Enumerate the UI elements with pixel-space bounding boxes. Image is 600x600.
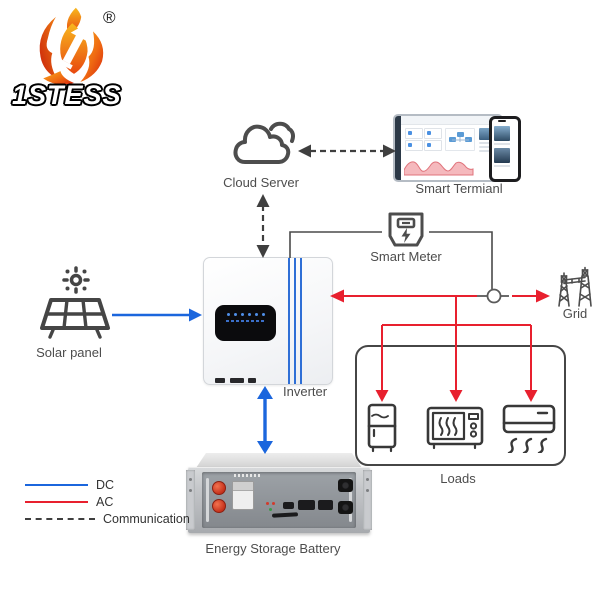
dc-solar-to-inverter [112,308,202,322]
legend-label-ac: AC [96,495,114,509]
inverter-stripe [288,258,290,384]
grid-tower [552,266,596,308]
electric-meter-icon [388,212,424,247]
legend-label-dc: DC [96,478,115,492]
comm-cloud-terminal [298,144,396,158]
refrigerator-icon [367,403,397,453]
ac-lines [342,295,537,391]
legend-line-dc [25,484,88,486]
microwave-icon [426,406,484,450]
smart-meter [383,211,429,253]
load-air-conditioner [502,403,556,453]
battery-breaker [232,481,254,510]
battery-terminal [212,481,226,495]
inverter-stripe [294,258,296,384]
cloud-icon [233,121,295,164]
solar-panel [36,264,114,344]
smart-terminal [393,112,521,184]
inverter-label: Inverter [283,384,328,399]
flame-logo-icon [39,7,104,85]
transmission-tower-icon [558,266,592,307]
dc-inverter-battery [257,386,273,454]
battery-terminal [212,499,226,513]
brand-logo [28,6,148,116]
inverter-stripe [300,258,302,384]
ac-arrowheads [330,289,550,402]
legend-line-communication [25,518,95,520]
legend-item-ac: AC [25,495,113,509]
load-refrigerator [366,403,400,453]
comm-cloud-inverter [256,194,270,258]
load-microwave [426,405,486,451]
comm-inverter-meter [289,231,493,289]
solar-panel-sun-icon [40,266,110,339]
rack-ear-right [363,470,372,530]
phone-screen [489,116,521,182]
energy-storage-battery [186,450,372,540]
registered-trademark: ® [103,8,116,27]
legend-line-ac [25,501,88,503]
battery-connector [338,479,353,492]
rack-ear-left [186,470,195,530]
smart-meter-label: Smart Meter [370,249,442,264]
inverter-device [203,257,333,385]
legend-item-dc: DC [25,478,114,492]
grid-sensor-point [477,288,509,304]
legend-label-communication: Communication [103,512,190,526]
grid-label: Grid [562,306,588,321]
dashboard-screen [393,114,503,182]
battery-connector [338,501,353,514]
inverter-display [215,305,276,341]
cloud-server-label: Cloud Server [223,175,299,190]
brand-logo-text: 1STESS [12,80,122,110]
cloud-server [231,116,295,176]
solar-panel-label: Solar panel [36,345,102,360]
loads-label: Loads [440,471,476,486]
battery-label: Energy Storage Battery [205,541,341,556]
air-conditioner-icon [502,404,556,453]
legend-item-communication: Communication [25,512,190,526]
mini-area-chart [404,161,474,176]
smart-terminal-label: Smart Termianl [415,181,503,196]
